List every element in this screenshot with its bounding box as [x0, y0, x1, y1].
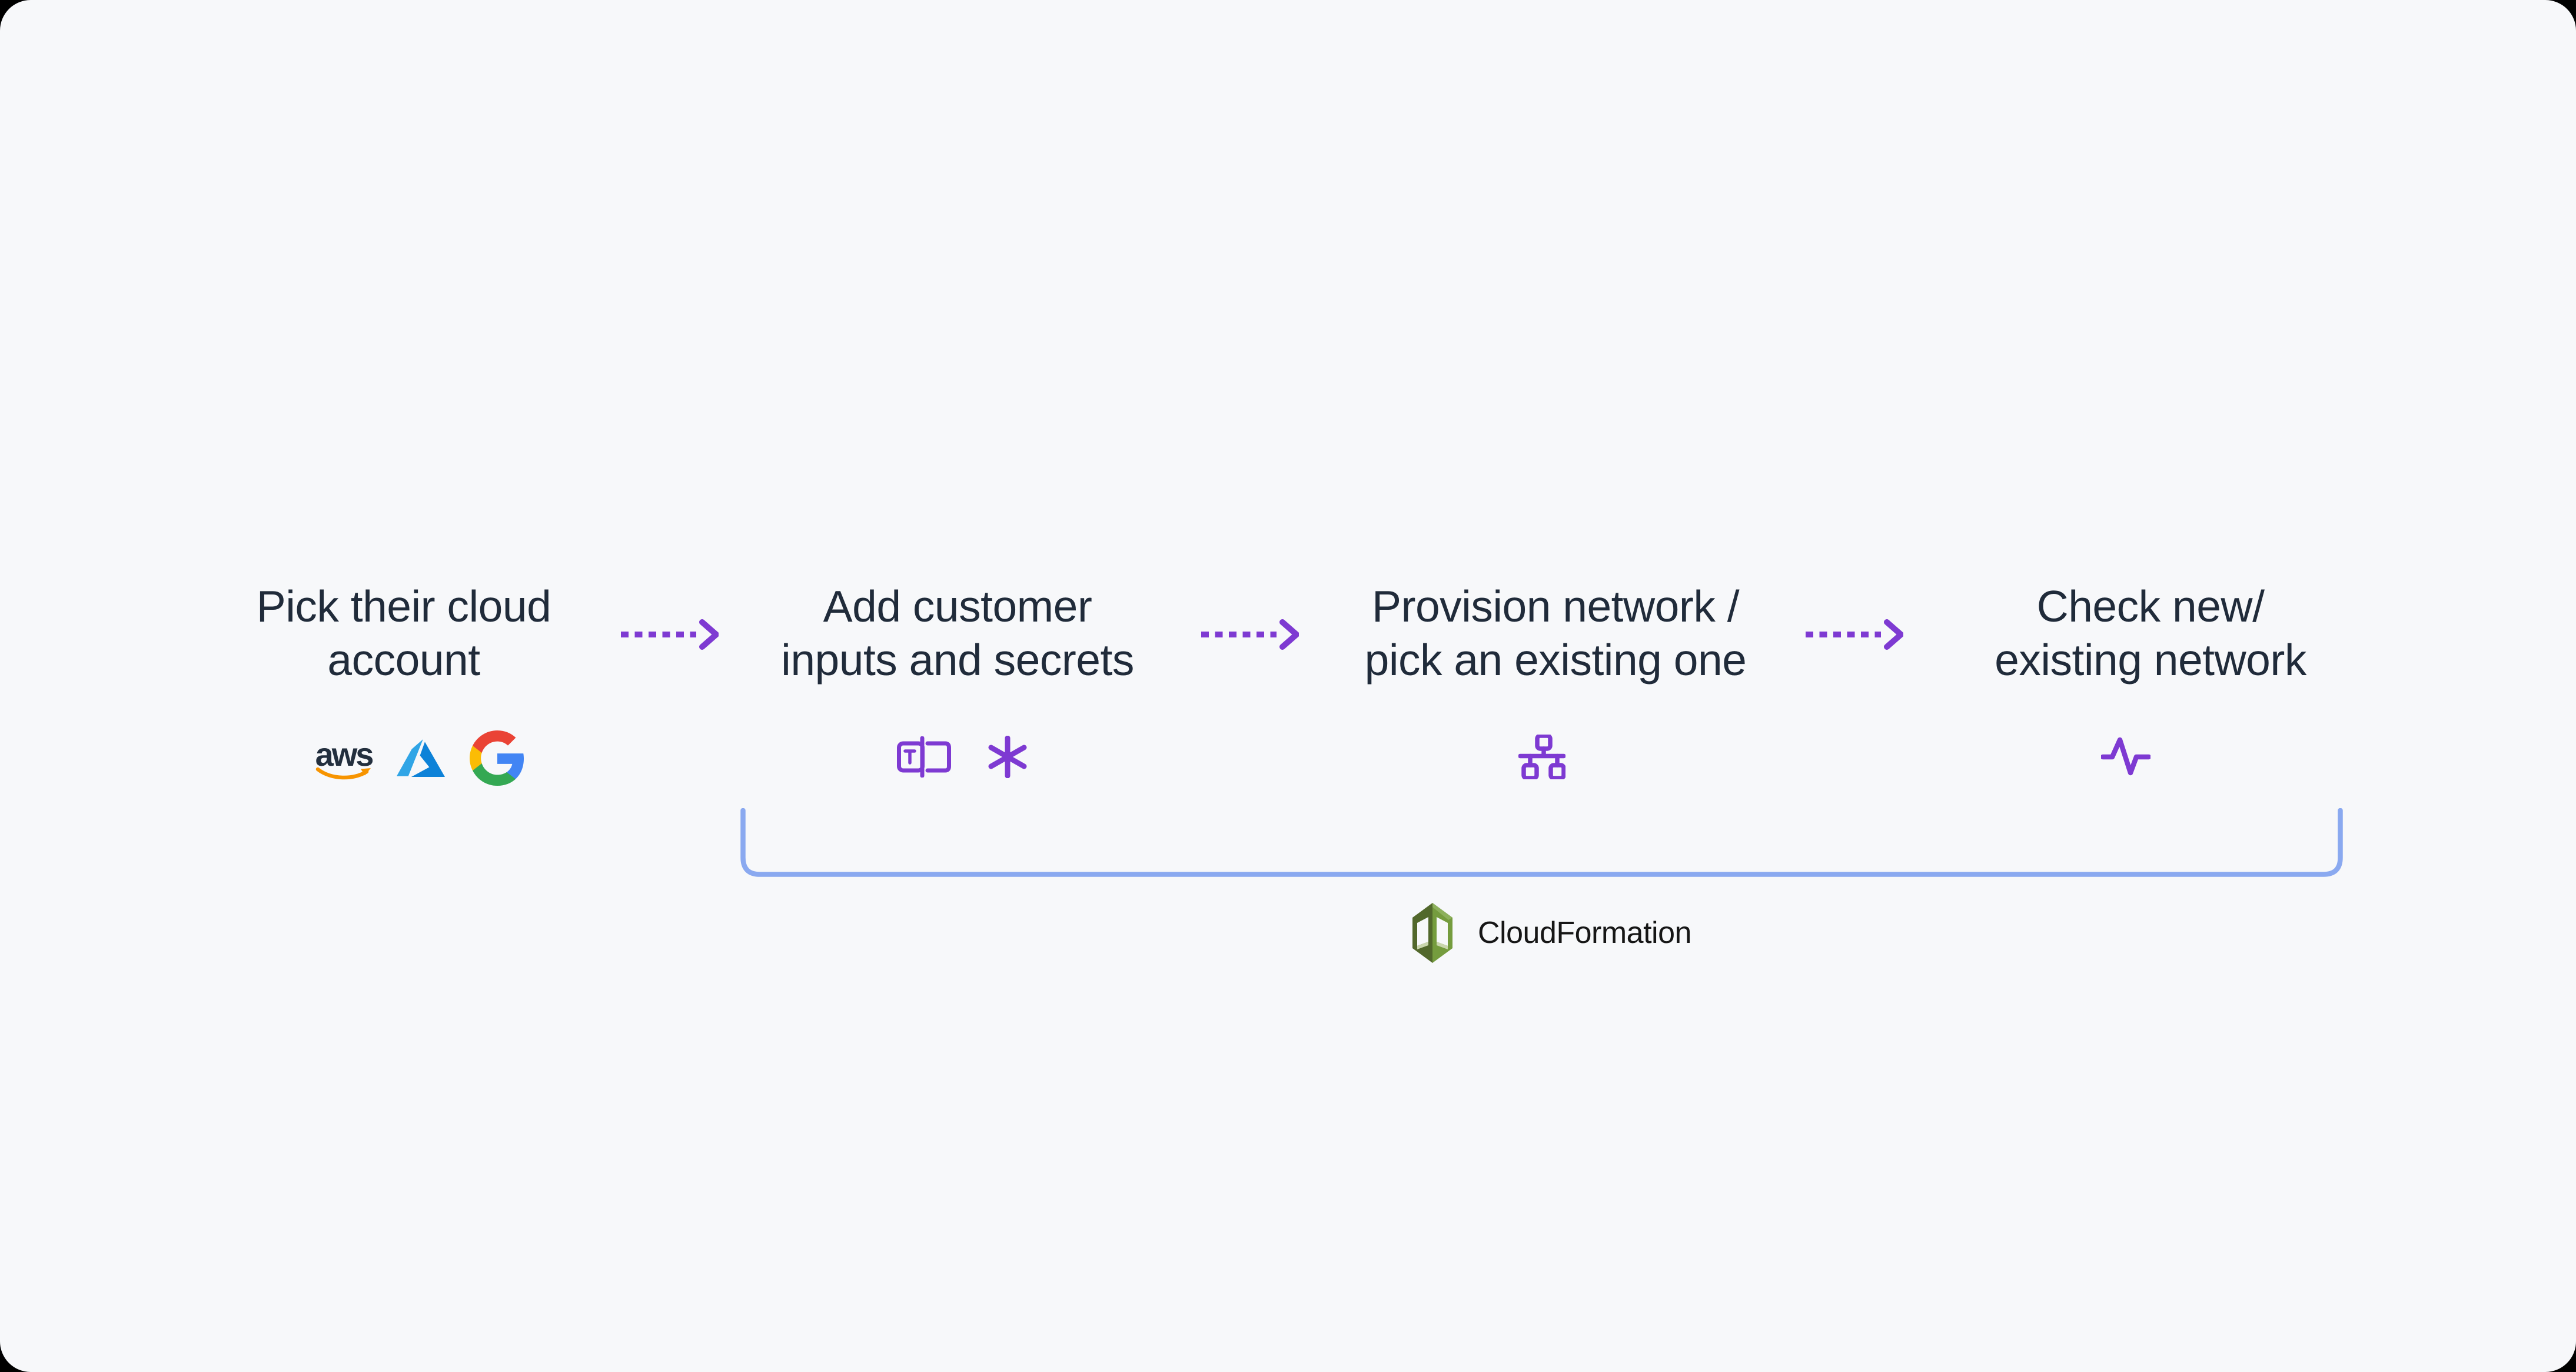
step-3-title-line-1: Provision network /	[1371, 582, 1740, 631]
activity-icon	[2101, 737, 2150, 776]
step-1-provider-logos: aws	[315, 730, 525, 786]
aws-swoosh-icon	[315, 767, 371, 780]
step-4-title: Check new/ existing network	[1886, 580, 2415, 687]
step-1-title-line-2: account	[327, 635, 480, 685]
azure-logo	[397, 739, 445, 777]
step-2-title: Add customer inputs and secrets	[693, 580, 1222, 687]
google-g-logo	[470, 730, 524, 786]
network-icon	[1518, 735, 1565, 779]
step-1-title: Pick their cloud account	[139, 580, 669, 687]
step-3-title-line-2: pick an existing one	[1364, 635, 1747, 685]
step-1-title-line-1: Pick their cloud	[256, 582, 551, 631]
step-4-title-line-1: Check new/	[2036, 582, 2265, 631]
aws-logo: aws	[315, 736, 374, 782]
dashed-arrow-icon	[621, 619, 719, 650]
group-bracket	[740, 808, 2343, 877]
asterisk-icon	[988, 736, 1027, 778]
step-4-title-line-2: existing network	[1995, 635, 2306, 685]
step-2-title-line-2: inputs and secrets	[781, 635, 1134, 685]
step-2-icons	[897, 733, 1029, 780]
step-2-title-line-1: Add customer	[823, 582, 1092, 631]
cloudformation-label: CloudFormation	[1410, 902, 1691, 964]
text-input-icon	[897, 736, 951, 778]
cloudformation-label-text: CloudFormation	[1478, 916, 1691, 950]
aws-wordmark: aws	[315, 736, 374, 773]
step-4-icons	[2101, 736, 2150, 776]
dashed-arrow-icon	[1201, 619, 1299, 650]
step-3-title: Provision network / pick an existing one	[1291, 580, 1820, 687]
step-3-icons	[1518, 735, 1565, 779]
cloudformation-icon	[1412, 903, 1452, 963]
dashed-arrow-icon	[1806, 619, 1903, 650]
